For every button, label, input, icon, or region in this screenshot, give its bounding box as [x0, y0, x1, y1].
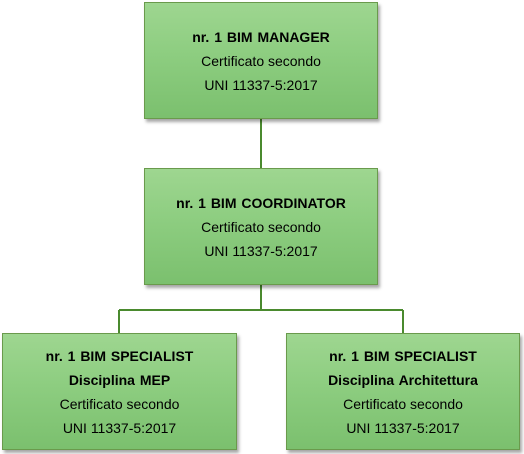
org-node-bim-manager: nr. 1 BIM MANAGER Certificato secondo UN…: [144, 2, 378, 119]
node-certification-standard: UNI 11337-5:2017: [62, 419, 177, 436]
node-certification-standard: UNI 11337-5:2017: [204, 76, 318, 93]
org-node-bim-coordinator: nr. 1 BIM COORDINATOR Certificato second…: [144, 168, 378, 285]
node-certification-standard: UNI 11337-5:2017: [346, 419, 460, 436]
node-role-title: nr. 1 BIM SPECIALIST: [45, 347, 194, 364]
node-role-title: nr. 1 BIM COORDINATOR: [176, 194, 346, 211]
org-node-bim-specialist-mep: nr. 1 BIM SPECIALIST Disciplina MEP Cert…: [2, 333, 237, 450]
node-role-title: nr. 1 BIM MANAGER: [192, 28, 330, 45]
node-role-title: nr. 1 BIM SPECIALIST: [329, 347, 477, 364]
org-node-bim-specialist-architettura: nr. 1 BIM SPECIALIST Disciplina Architet…: [286, 333, 520, 450]
node-certification-text: Certificato secondo: [201, 52, 321, 69]
node-discipline: Disciplina MEP: [68, 371, 171, 388]
node-certification-text: Certificato secondo: [59, 395, 180, 412]
node-certification-text: Certificato secondo: [343, 395, 463, 412]
node-certification-text: Certificato secondo: [201, 218, 321, 235]
node-discipline: Disciplina Architettura: [328, 371, 478, 388]
node-certification-standard: UNI 11337-5:2017: [204, 242, 318, 259]
